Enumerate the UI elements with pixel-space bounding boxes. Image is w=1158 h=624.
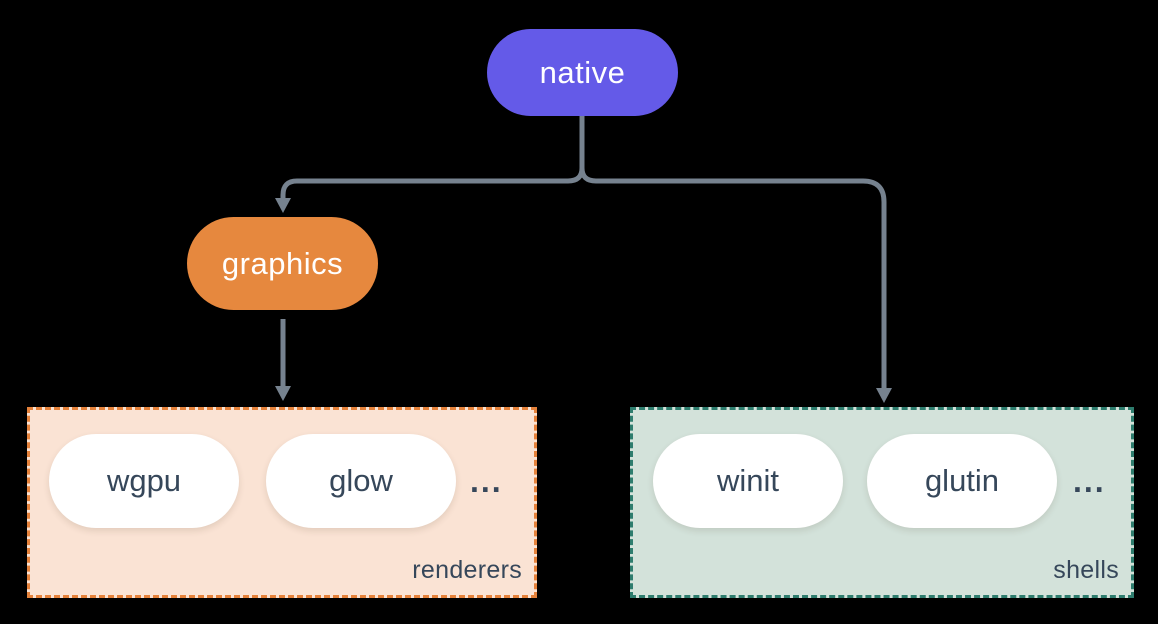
node-glutin: glutin <box>867 434 1057 528</box>
arrowhead-to-renderers <box>275 386 291 401</box>
arrowhead-to-shells <box>876 388 892 403</box>
shells-ellipsis: ... <box>1073 462 1106 499</box>
group-renderers-label: renderers <box>412 556 522 584</box>
node-glow-label: glow <box>329 463 393 498</box>
node-graphics: graphics <box>187 217 378 310</box>
node-winit-label: winit <box>716 463 779 498</box>
renderers-ellipsis: ... <box>470 462 503 499</box>
node-wgpu: wgpu <box>49 434 239 528</box>
edge-native-to-graphics <box>280 116 585 199</box>
node-glow: glow <box>266 434 456 528</box>
group-shells-label: shells <box>1053 556 1119 584</box>
node-winit: winit <box>653 434 843 528</box>
node-glutin-label: glutin <box>924 463 1000 498</box>
node-wgpu-label: wgpu <box>106 463 182 498</box>
node-native: native <box>487 29 678 116</box>
group-renderers: wgpu glow ... renderers <box>27 407 537 598</box>
node-graphics-label: graphics <box>221 245 344 281</box>
group-shells: winit glutin ... shells <box>630 407 1134 598</box>
node-native-label: native <box>539 54 626 90</box>
arrowhead-to-graphics <box>275 198 291 213</box>
edge-native-to-shells <box>579 116 887 389</box>
